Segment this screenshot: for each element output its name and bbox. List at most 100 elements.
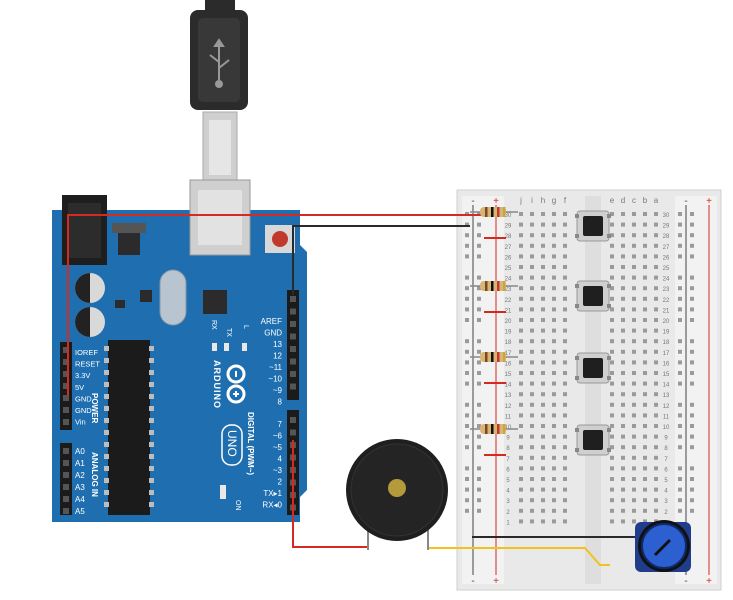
hole	[621, 508, 625, 513]
hole	[552, 392, 556, 397]
hole	[552, 466, 556, 471]
digital-pin-label: RX◂0	[262, 501, 282, 510]
row-number-right: 13	[663, 393, 670, 399]
hole	[610, 233, 614, 238]
hole	[541, 328, 545, 333]
hole	[519, 212, 523, 216]
hole	[563, 466, 567, 471]
hole	[654, 445, 658, 450]
hole	[654, 339, 658, 344]
rail-hole	[678, 339, 682, 344]
hole	[519, 508, 523, 513]
power-pin-label: 3.3V	[75, 371, 90, 380]
hole	[530, 222, 534, 227]
hole	[643, 519, 647, 524]
hole	[621, 296, 625, 301]
hole	[610, 286, 614, 291]
rail-hole	[477, 275, 481, 280]
rail-hole	[477, 371, 481, 375]
hole	[552, 477, 556, 481]
hole	[632, 371, 636, 375]
hole	[530, 402, 534, 407]
rail-hole	[477, 477, 481, 481]
hole	[621, 275, 625, 280]
rail-hole	[690, 318, 694, 322]
hole	[541, 455, 545, 460]
rail-hole	[690, 477, 694, 481]
hole	[541, 265, 545, 269]
hole	[610, 508, 614, 513]
rail-hole	[678, 402, 682, 407]
hole	[621, 254, 625, 259]
hole	[610, 307, 614, 312]
hole	[530, 434, 534, 439]
power-title: POWER	[90, 393, 99, 423]
hole	[643, 307, 647, 312]
hole	[643, 318, 647, 322]
rail-hole	[678, 424, 682, 428]
rail-sign-bottom: -	[684, 576, 687, 587]
hole	[530, 212, 534, 216]
digital-pin-label: TX▸1	[263, 489, 282, 498]
hole	[654, 254, 658, 259]
rail-hole	[678, 233, 682, 238]
hole	[610, 466, 614, 471]
rail-hole	[678, 286, 682, 291]
rail-hole	[477, 381, 481, 386]
hole	[632, 328, 636, 333]
rail-hole	[477, 424, 481, 428]
hole	[621, 487, 625, 492]
hole	[563, 307, 567, 312]
hole	[541, 519, 545, 524]
rail-hole	[465, 424, 469, 428]
hole	[621, 212, 625, 216]
rail-hole	[678, 222, 682, 227]
hole	[654, 392, 658, 397]
rail-hole	[477, 286, 481, 291]
chip-pin	[149, 430, 154, 435]
rail-hole	[690, 445, 694, 450]
hole	[632, 519, 636, 524]
column-letter: h	[541, 196, 545, 205]
rail-sign-top: +	[706, 196, 712, 207]
hole	[519, 413, 523, 418]
rail-hole	[678, 477, 682, 481]
row-number-right: 8	[664, 446, 668, 452]
chip-pin	[149, 502, 154, 507]
rail-hole	[477, 498, 481, 503]
hole	[643, 455, 647, 460]
digital-title: DIGITAL (PWM~)	[246, 412, 255, 475]
rail-hole	[477, 434, 481, 439]
hole	[519, 222, 523, 227]
hole	[643, 371, 647, 375]
hole	[541, 424, 545, 428]
row-number-right: 16	[663, 361, 670, 367]
digital-pin-label: ~6	[273, 432, 283, 441]
hole	[552, 233, 556, 238]
rail-hole	[678, 349, 682, 354]
column-letter: i	[531, 196, 533, 205]
hole	[632, 381, 636, 386]
rail-hole	[678, 254, 682, 259]
hole	[519, 371, 523, 375]
hole	[563, 296, 567, 301]
rail-hole	[465, 402, 469, 407]
hole	[530, 508, 534, 513]
wire-yellow-signal	[428, 547, 610, 566]
rail-sign-top: +	[493, 196, 499, 207]
hole	[541, 212, 545, 216]
push-button	[575, 210, 611, 242]
hole	[563, 508, 567, 513]
hole	[621, 477, 625, 481]
chip-pin	[149, 490, 154, 495]
hole	[632, 307, 636, 312]
hole	[552, 339, 556, 344]
header-pin	[63, 383, 69, 389]
hole	[610, 318, 614, 322]
digital-pin-label: ~5	[273, 443, 283, 452]
hole	[654, 402, 658, 407]
row-number-right: 27	[663, 245, 670, 251]
hole	[632, 212, 636, 216]
hole	[530, 296, 534, 301]
